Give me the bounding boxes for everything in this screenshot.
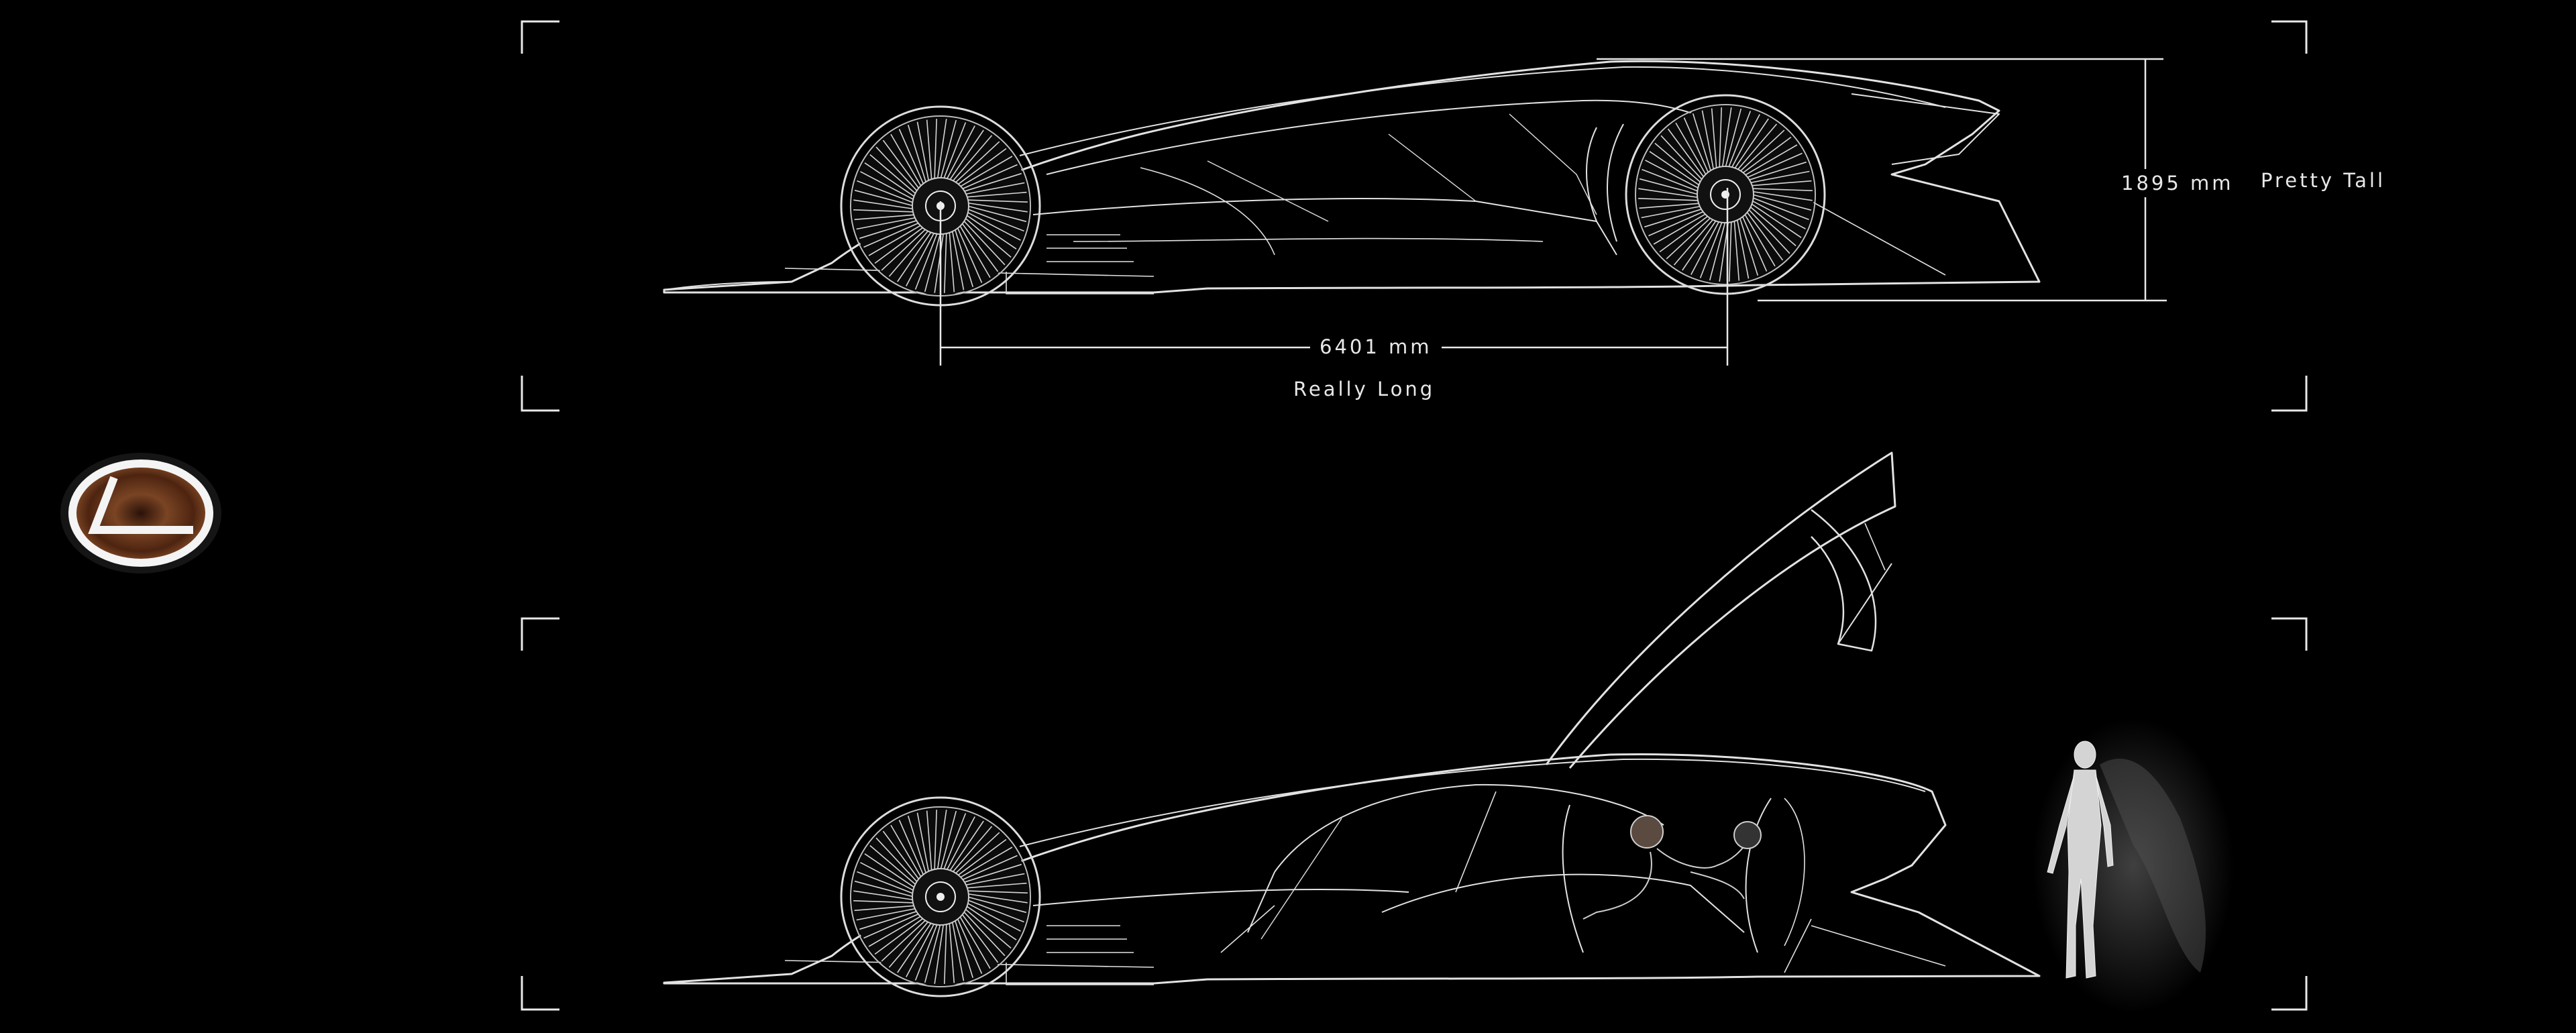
length-value-label: 6401 mm [1310,335,1442,358]
height-caption-label: Pretty Tall [2261,169,2386,192]
height-value-label: 1895 mm [2121,169,2234,197]
frame-brackets-bottom [521,617,2308,1011]
rear-wheel-top [1625,94,1826,295]
length-caption-label: Really Long [1293,378,1436,400]
occupant-figure [1582,815,1762,920]
frame-brackets-top [521,20,2308,412]
car-side-view-open [663,451,2041,985]
lexus-emblem-icon [60,453,221,574]
human-scale-figure [2033,718,2234,1013]
front-wheel-bottom [840,796,1041,997]
